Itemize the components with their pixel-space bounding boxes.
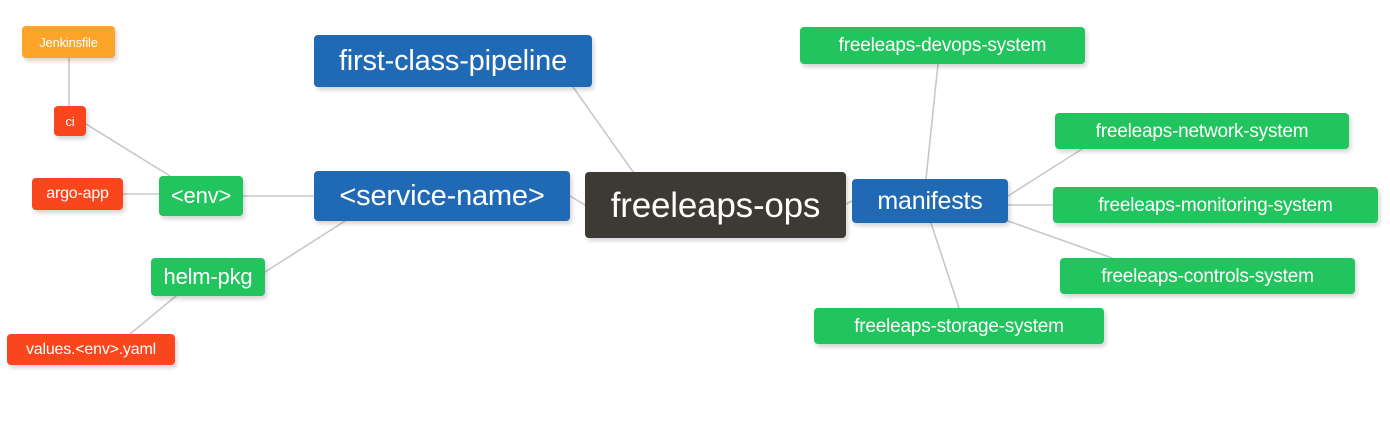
mindmap-node-helm-pkg[interactable]: helm-pkg [151,258,265,296]
mindmap-node-ci[interactable]: ci [54,106,86,136]
mindmap-node-argo-app[interactable]: argo-app [32,178,123,210]
mindmap-node-freeleaps-monitoring-system[interactable]: freeleaps-monitoring-system [1053,187,1378,223]
mindmap-node-env[interactable]: <env> [159,176,243,216]
mindmap-node-first-class-pipeline[interactable]: first-class-pipeline [314,35,592,87]
edge-manifests-to-freeleaps-controls-system [1007,220,1113,259]
mindmap-node-freeleaps-storage-system[interactable]: freeleaps-storage-system [814,308,1104,344]
edge-service-name-to-helm-pkg [264,220,346,273]
mindmap-node-freeleaps-devops-system[interactable]: freeleaps-devops-system [800,27,1085,64]
edge-manifests-to-freeleaps-storage-system [930,222,960,309]
edge-helm-pkg-to-values-env-yaml [129,295,177,335]
mindmap-node-values-env-yaml[interactable]: values.<env>.yaml [7,334,175,365]
mindmap-node-freeleaps-network-system[interactable]: freeleaps-network-system [1055,113,1349,149]
mindmap-node-freeleaps-controls-system[interactable]: freeleaps-controls-system [1060,258,1355,294]
mindmap-node-jenkinsfile[interactable]: Jenkinsfile [22,26,115,58]
mindmap-node-manifests[interactable]: manifests [852,179,1008,223]
mindmap-node-service-name[interactable]: <service-name> [314,171,570,221]
edge-manifests-to-freeleaps-devops-system [925,63,939,180]
edge-freeleaps-ops-to-first-class-pipeline [572,86,637,177]
edge-env-to-ci [85,123,171,177]
edge-freeleaps-ops-to-service-name [569,195,586,206]
mindmap-node-freeleaps-ops[interactable]: freeleaps-ops [585,172,846,238]
